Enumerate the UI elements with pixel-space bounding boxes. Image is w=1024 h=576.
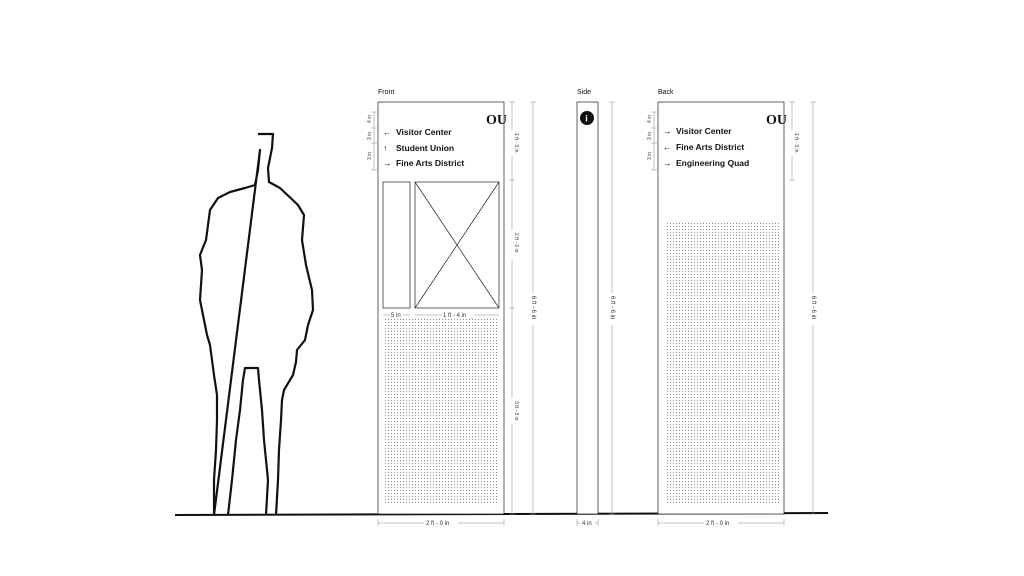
side-height-dim: 6 ft - 6 in xyxy=(609,101,616,515)
front-arrow-1-icon: ← xyxy=(383,127,392,137)
back-height-dim: 6 ft - 6 in xyxy=(810,296,816,319)
back-vertical-dims: 1 ft - 3 in 6 ft - 6 in xyxy=(789,101,817,515)
front-row-dims: 4 in 3 in 3 in xyxy=(367,111,377,171)
svg-text:1 ft - 3 in: 1 ft - 3 in xyxy=(513,133,519,153)
front-direction-2: Student Union xyxy=(396,143,454,153)
side-sign-body xyxy=(576,101,599,515)
back-row-dims: 4 in 3 in 3 in xyxy=(647,111,657,171)
front-height-dim: 6 ft - 6 in xyxy=(530,296,536,319)
ou-logo-back-icon: OU xyxy=(766,113,787,128)
svg-text:3 in: 3 in xyxy=(367,132,373,140)
front-view-title: Front xyxy=(378,89,394,96)
front-small-panel xyxy=(382,181,411,309)
front-large-panel-width: 1 ft - 4 in xyxy=(443,313,466,319)
front-perforated-area xyxy=(383,318,499,504)
side-width-dim: 4 in xyxy=(576,519,599,527)
front-width-dim: 2 ft - 0 in xyxy=(377,519,505,527)
svg-text:1 ft - 3 in: 1 ft - 3 in xyxy=(793,133,799,153)
front-direction-3: Fine Arts District xyxy=(396,158,464,168)
back-direction-2: Fine Arts District xyxy=(676,142,744,152)
svg-text:2 ft - 0 in: 2 ft - 0 in xyxy=(426,521,449,527)
svg-text:3 ft - 3 in: 3 ft - 3 in xyxy=(513,401,519,421)
svg-text:2 ft - 0 in: 2 ft - 0 in xyxy=(513,233,519,253)
back-width-dim: 2 ft - 0 in xyxy=(657,519,785,527)
svg-text:4 in: 4 in xyxy=(582,521,592,527)
back-arrow-1-icon: → xyxy=(663,126,672,136)
side-view-title: Side xyxy=(577,89,591,96)
front-vertical-dims: 1 ft - 3 in 2 ft - 0 in 3 ft - 3 in 6 ft… xyxy=(509,101,537,515)
svg-text:OU: OU xyxy=(486,113,507,128)
back-arrow-2-icon: ← xyxy=(663,142,672,152)
svg-text:4 in: 4 in xyxy=(647,115,653,123)
front-arrow-3-icon: → xyxy=(383,158,392,168)
info-icon xyxy=(580,111,594,125)
svg-text:6 ft - 6 in: 6 ft - 6 in xyxy=(609,296,615,319)
front-small-panel-width: 5 in xyxy=(391,313,401,319)
back-direction-1: Visitor Center xyxy=(676,126,732,136)
svg-text:3 in: 3 in xyxy=(647,152,653,160)
front-direction-1: Visitor Center xyxy=(396,127,452,137)
svg-text:2 ft - 0 in: 2 ft - 0 in xyxy=(706,521,729,527)
svg-text:3 in: 3 in xyxy=(647,132,653,140)
svg-text:3 in: 3 in xyxy=(367,152,373,160)
back-direction-3: Engineering Quad xyxy=(676,158,749,168)
svg-text:i: i xyxy=(585,114,588,124)
back-view-title: Back xyxy=(658,89,674,96)
svg-text:OU: OU xyxy=(766,113,787,128)
back-perforated-area xyxy=(665,222,779,504)
back-arrow-3-icon: → xyxy=(663,158,672,168)
svg-text:4 in: 4 in xyxy=(367,115,373,123)
human-silhouette xyxy=(198,132,315,517)
ou-logo-icon: OU xyxy=(486,113,507,128)
front-arrow-2-icon: ↑ xyxy=(383,143,387,153)
